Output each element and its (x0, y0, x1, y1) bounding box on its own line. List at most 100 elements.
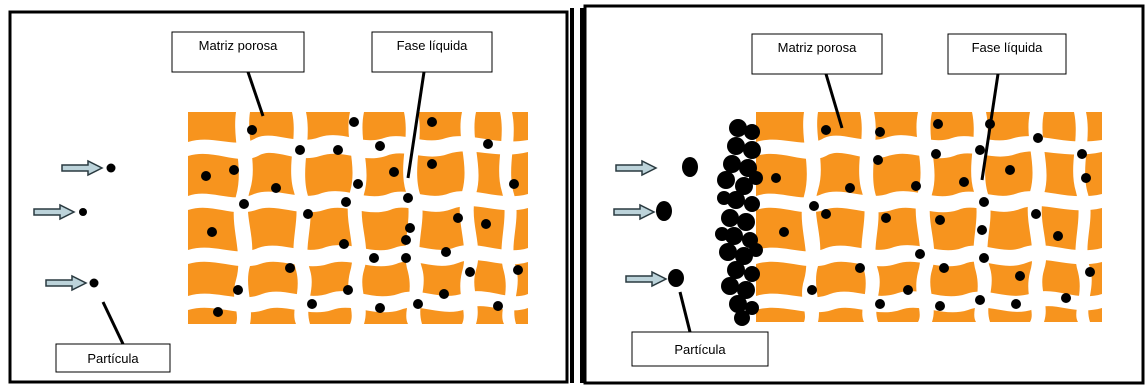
particle-dot-icon (207, 227, 217, 237)
particle-dot-icon (369, 253, 379, 263)
particle-dot-icon (1033, 133, 1043, 143)
particle-dot-icon (959, 177, 969, 187)
matrix-label: Matriz porosa (778, 40, 858, 55)
diagram-right: Matriz porosa Fase líquida Partícula (580, 4, 1145, 385)
cake-particle (749, 171, 763, 185)
particle-dot-icon (427, 159, 437, 169)
cake-particle (717, 191, 731, 205)
cake-particle (744, 266, 760, 282)
label-box (947, 33, 1067, 75)
particle-dot-icon (975, 145, 985, 155)
particle-dot-icon (441, 247, 451, 257)
particle-dot-icon (939, 263, 949, 273)
particle-dot-icon (303, 209, 313, 219)
particle-dot-icon (935, 215, 945, 225)
cake-particle (721, 277, 739, 295)
cake-particle (737, 213, 755, 231)
particle-dot-icon (903, 285, 913, 295)
panel-divider (580, 8, 584, 383)
arrow-right-icon (625, 270, 668, 288)
cake-particle (737, 281, 755, 299)
arrow-right-icon (61, 159, 104, 177)
cake-particle (734, 310, 750, 326)
particle-dot-icon (1077, 149, 1087, 159)
particle-dot-icon (931, 149, 941, 159)
particle-dot-icon (668, 269, 684, 287)
cake-particle (743, 141, 761, 159)
panel-frame (8, 10, 569, 384)
particle-dot-icon (349, 117, 359, 127)
particle-dot-icon (873, 155, 883, 165)
incoming-particle-3 (625, 269, 684, 288)
particle-dot-icon (513, 265, 523, 275)
particle-dot-icon (401, 235, 411, 245)
label-box (751, 33, 883, 75)
label-box (55, 343, 171, 373)
particle-dot-icon (389, 167, 399, 177)
callout-line (980, 73, 1000, 181)
particle-dot-icon (353, 179, 363, 189)
particle-dot-icon (106, 163, 116, 173)
particle-dot-icon (79, 208, 87, 216)
particle-dot-icon (401, 253, 411, 263)
cake-particle (727, 261, 745, 279)
cake-particle (723, 155, 741, 173)
label-matrix: Matriz porosa (751, 33, 883, 129)
liquid-label: Fase líquida (972, 40, 1044, 55)
particle-dot-icon (307, 299, 317, 309)
incoming-particles (33, 159, 116, 292)
incoming-particles (613, 157, 698, 288)
particle-dot-icon (509, 179, 519, 189)
cake-particle (717, 171, 735, 189)
panel-right: Matriz porosa Fase líquida Partícula (580, 0, 1146, 387)
cake-particle (727, 137, 745, 155)
particle-dot-icon (341, 197, 351, 207)
particle-dot-icon (481, 219, 491, 229)
incoming-particle-2 (613, 201, 672, 221)
particle-dot-icon (483, 139, 493, 149)
particle-dot-icon (821, 125, 831, 135)
particle-dot-icon (375, 141, 385, 151)
label-particle: Partícula (631, 291, 769, 367)
particle-dot-icon (1031, 209, 1041, 219)
cake-particle (744, 124, 760, 140)
particle-dot-icon (1005, 165, 1015, 175)
diagram-left: Matriz porosa Fase líquida Partícula (8, 8, 574, 384)
cake-particle (729, 119, 747, 137)
particle-dot-icon (229, 165, 239, 175)
particle-dot-icon (875, 299, 885, 309)
panel-frame (583, 4, 1145, 385)
particle-dot-icon (1015, 271, 1025, 281)
particle-dot-icon (875, 127, 885, 137)
particle-dot-icon (427, 117, 437, 127)
particle-dot-icon (809, 201, 819, 211)
trapped-particles (771, 119, 1095, 311)
cake-particle (721, 209, 739, 227)
incoming-particle-2 (33, 203, 87, 221)
callout-line (824, 73, 844, 129)
label-box (371, 31, 493, 73)
arrow-right-icon (615, 159, 658, 177)
panel-left: Matriz porosa Fase líquida Partícula (8, 8, 574, 384)
incoming-particle-1 (615, 157, 698, 177)
cake-particle (729, 295, 747, 313)
particle-dot-icon (1061, 293, 1071, 303)
callout-line (101, 301, 125, 345)
callout-line (246, 71, 265, 117)
particle-dot-icon (333, 145, 343, 155)
particle-dot-icon (977, 225, 987, 235)
label-liquid: Fase líquida (371, 31, 493, 179)
cake-particle (744, 196, 760, 212)
particle-dot-icon (1053, 231, 1063, 241)
particle-dot-icon (339, 239, 349, 249)
particle-dot-icon (405, 223, 415, 233)
particle-dot-icon (975, 295, 985, 305)
particle-label: Partícula (87, 351, 139, 366)
cake-particle (719, 243, 737, 261)
particle-dot-icon (493, 301, 503, 311)
particle-dot-icon (465, 267, 475, 277)
particle-dot-icon (403, 193, 413, 203)
panel-divider (570, 8, 574, 383)
cake-particle (725, 227, 743, 245)
label-box (631, 331, 769, 367)
